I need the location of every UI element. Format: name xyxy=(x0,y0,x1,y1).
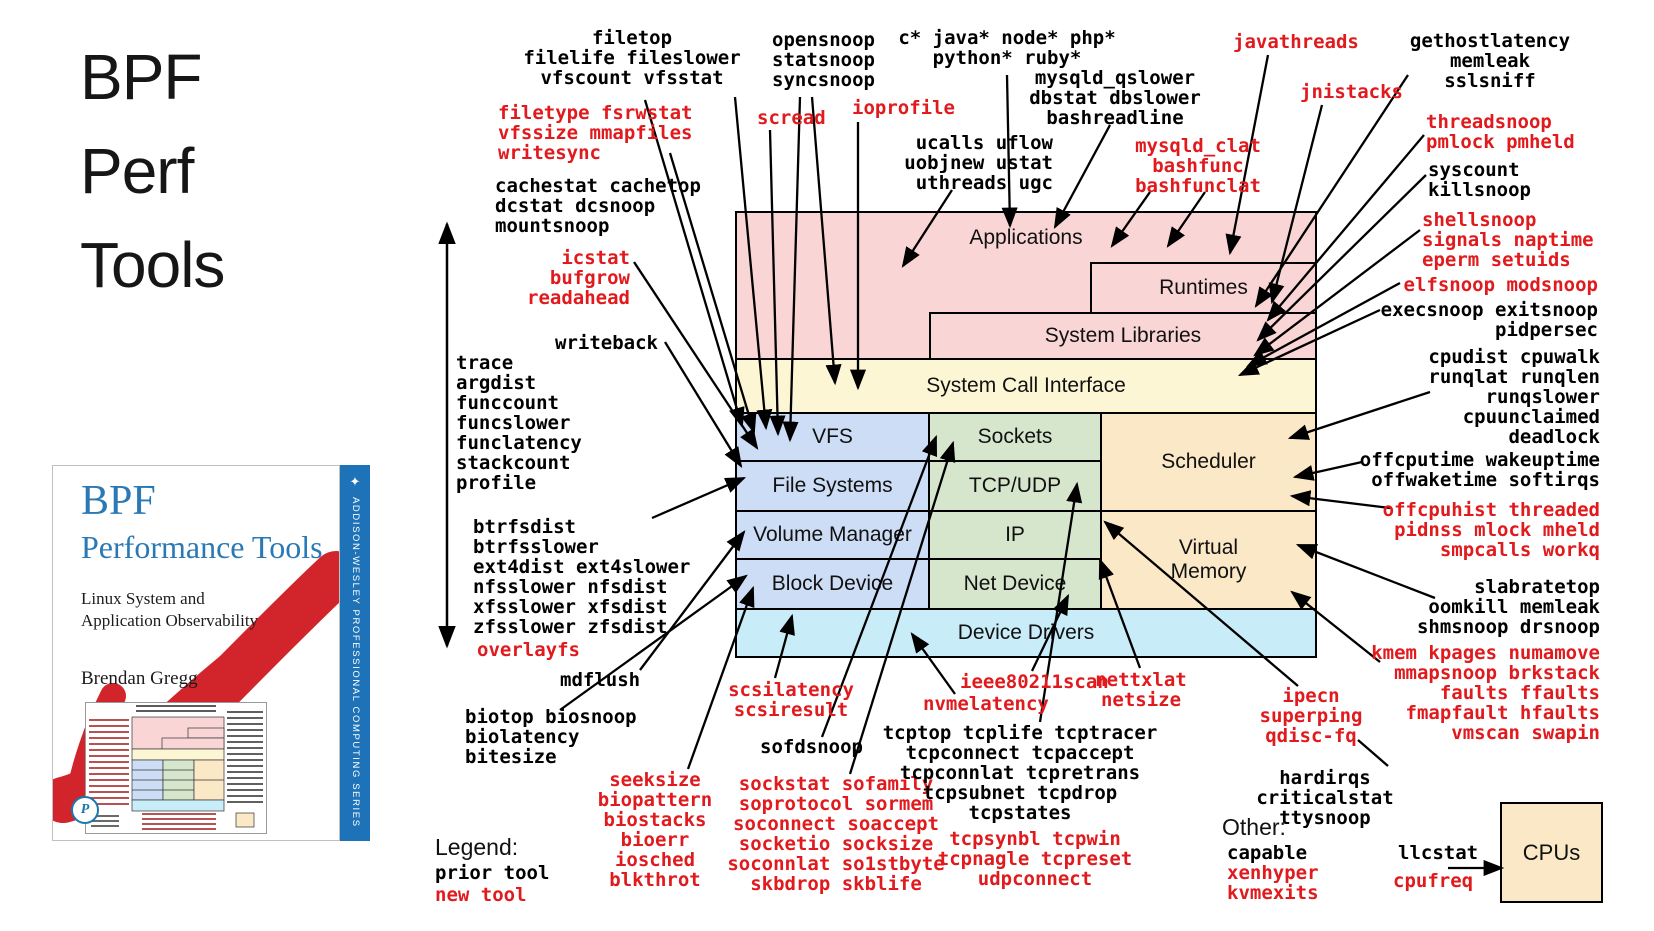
sockets-box: Sockets xyxy=(928,412,1102,462)
tools-blockdev-new: seeksize biopattern biostacks bioerr ios… xyxy=(597,769,713,891)
book-subtitle: Linux System and Application Observabili… xyxy=(81,589,259,630)
mini-text-top xyxy=(136,705,216,715)
book-spine: ✦ ADDISON-WESLEY PROFESSIONAL COMPUTING … xyxy=(340,465,370,841)
page-title: BPF Perf Tools xyxy=(80,41,225,301)
tools-tcp-prior: tcptop tcplife tcptracer tcpconnect tcpa… xyxy=(882,722,1158,824)
tools-app-new: mysqld_clat bashfunc bashfunclat xyxy=(1135,135,1261,197)
tools-vfs-top-prior: filetop filelife fileslower vfscount vfs… xyxy=(523,27,741,89)
cpus-label: CPUs xyxy=(1522,839,1581,865)
block-device-box: Block Device xyxy=(735,558,930,610)
mini-text-left xyxy=(89,719,129,805)
tools-netdev-new: nettxlat netsize xyxy=(1095,669,1187,711)
other-heading: Other: xyxy=(1222,814,1286,840)
system-libraries-label: System Libraries xyxy=(1044,324,1202,347)
tools-icstat-group: icstat bufgrow readahead xyxy=(527,247,630,309)
ip-box: IP xyxy=(928,510,1102,560)
block-device-label: Block Device xyxy=(771,572,894,595)
tools-cache-group: cachestat cachetop dcstat dcsnoop mounts… xyxy=(495,175,701,237)
system-call-interface-box: System Call Interface xyxy=(735,358,1317,414)
book-spine-text: ADDISON-WESLEY PROFESSIONAL COMPUTING SE… xyxy=(350,497,361,828)
applications-label: Applications xyxy=(969,226,1083,249)
mini-text-legend xyxy=(91,815,119,829)
tools-other-new: xenhyper kvmexits xyxy=(1227,862,1319,904)
tools-syscount-group: syscount killsnoop xyxy=(1428,159,1531,201)
tools-elfsnoop-group: elfsnoop modsnoop xyxy=(1403,274,1598,296)
addison-wesley-star-icon: ✦ xyxy=(349,474,361,489)
tools-execsnoop-group: execsnoop exitsnoop pidpersec xyxy=(1380,299,1598,341)
tools-generic-tracing: trace argdist funccount funcslower funcl… xyxy=(456,352,582,494)
vfs-box: VFS xyxy=(735,412,930,462)
book-mini-diagram-thumbnail xyxy=(85,702,267,834)
tools-vm-prior: slabratetop oomkill memleak shmsnoop drs… xyxy=(1416,576,1600,638)
net-device-label: Net Device xyxy=(963,572,1067,595)
tools-shellsnoop-group: shellsnoop signals naptime eperm setuids xyxy=(1422,209,1594,271)
ip-label: IP xyxy=(1005,523,1025,546)
tools-javathreads: javathreads xyxy=(1233,31,1359,53)
runtimes-label: Runtimes xyxy=(1159,276,1248,299)
device-drivers-box: Device Drivers xyxy=(735,608,1317,658)
volume-manager-box: Volume Manager xyxy=(735,510,930,560)
device-drivers-label: Device Drivers xyxy=(957,621,1095,644)
tools-socket-new: sockstat sofamily soprotocol sormem soco… xyxy=(727,773,945,895)
tools-other-prior: capable xyxy=(1227,842,1308,864)
tools-offcputime-group: offcputime wakeuptime offwaketime softir… xyxy=(1359,449,1600,491)
cpus-box: CPUs xyxy=(1500,802,1603,903)
tools-runtime-langs: c* java* node* php* python* ruby* xyxy=(898,27,1116,69)
tools-scread: scread xyxy=(757,107,826,129)
tools-vfs-top-new: filetype fsrwstat vfssize mmapfiles writ… xyxy=(498,102,693,164)
tools-scheduler-new: offcpuhist threaded pidnss mlock mheld s… xyxy=(1382,499,1600,561)
book-author: Brendan Gregg xyxy=(81,668,198,689)
tools-overlayfs: overlayfs xyxy=(477,639,580,661)
tools-syscall-snoop: opensnoop statsnoop syncsnoop xyxy=(772,29,875,91)
tools-ip-new: ipecn superping qdisc-fq xyxy=(1259,685,1363,747)
legend-prior-tool: prior tool xyxy=(435,862,550,884)
tools-ioprofile: ioprofile xyxy=(852,97,955,119)
tools-tcp-new: tcpsynbl tcpwin tcpnagle tcpreset udpcon… xyxy=(937,828,1133,890)
book-title-line1: BPF xyxy=(81,478,156,524)
tools-ucalls-group: ucalls uflow uobjnew ustat uthreads ugc xyxy=(904,132,1053,194)
mini-text-bottom xyxy=(142,813,216,831)
mini-text-right xyxy=(227,711,263,807)
tcp-udp-box: TCP/UDP xyxy=(928,460,1102,512)
book-title-line2: Performance Tools xyxy=(81,529,323,565)
sockets-label: Sockets xyxy=(977,425,1053,448)
tools-fs-dist-group: btrfsdist btrfsslower ext4dist ext4slowe… xyxy=(473,516,691,638)
net-device-box: Net Device xyxy=(928,558,1102,610)
pearson-logo: P xyxy=(71,796,99,824)
tcp-udp-label: TCP/UDP xyxy=(968,474,1062,497)
legend-new-tool: new tool xyxy=(435,884,527,906)
system-libraries-box: System Libraries xyxy=(929,312,1317,360)
tools-vm-new: kmem kpages numamove mmapsnoop brkstack … xyxy=(1371,642,1600,744)
tools-nvmelatency: nvmelatency xyxy=(923,693,1049,715)
system-call-interface-label: System Call Interface xyxy=(926,374,1126,397)
tools-mdflush: mdflush xyxy=(560,669,641,691)
mini-stack-image xyxy=(131,716,255,828)
tools-irq-group: hardirqs criticalstat ttysnoop xyxy=(1256,767,1394,829)
runtimes-box: Runtimes xyxy=(1090,262,1317,314)
tools-bio-group: biotop biosnoop biolatency bitesize xyxy=(465,706,637,768)
vfs-label: VFS xyxy=(812,425,853,448)
tools-scheduler-prior: cpudist cpuwalk runqlat runqlen runqslow… xyxy=(1428,346,1600,448)
scheduler-box: Scheduler xyxy=(1100,412,1317,512)
virtual-memory-box: Virtual Memory xyxy=(1100,510,1317,610)
scheduler-label: Scheduler xyxy=(1161,450,1256,473)
book-cover: BPF Performance Tools Linux System and A… xyxy=(52,465,340,841)
tools-jnistacks: jnistacks xyxy=(1300,81,1403,103)
file-systems-label: File Systems xyxy=(772,474,893,497)
tools-app-prior: mysqld_qslower dbstat dbslower bashreadl… xyxy=(1029,67,1201,129)
tools-sofdsnoop: sofdsnoop xyxy=(760,736,863,758)
legend-heading: Legend: xyxy=(435,834,519,860)
tools-cpufreq: cpufreq xyxy=(1393,870,1474,892)
virtual-memory-label: Virtual Memory xyxy=(1170,536,1247,583)
tools-writeback: writeback xyxy=(555,332,658,354)
tools-syslib-prior: gethostlatency memleak sslsniff xyxy=(1409,30,1571,92)
tools-llcstat: llcstat xyxy=(1398,842,1479,864)
volume-manager-label: Volume Manager xyxy=(753,523,912,546)
tools-threadsnoop-group: threadsnoop pmlock pmheld xyxy=(1426,111,1575,153)
tools-scsi-group: scsilatency scsiresult xyxy=(728,679,854,721)
file-systems-box: File Systems xyxy=(735,460,930,512)
